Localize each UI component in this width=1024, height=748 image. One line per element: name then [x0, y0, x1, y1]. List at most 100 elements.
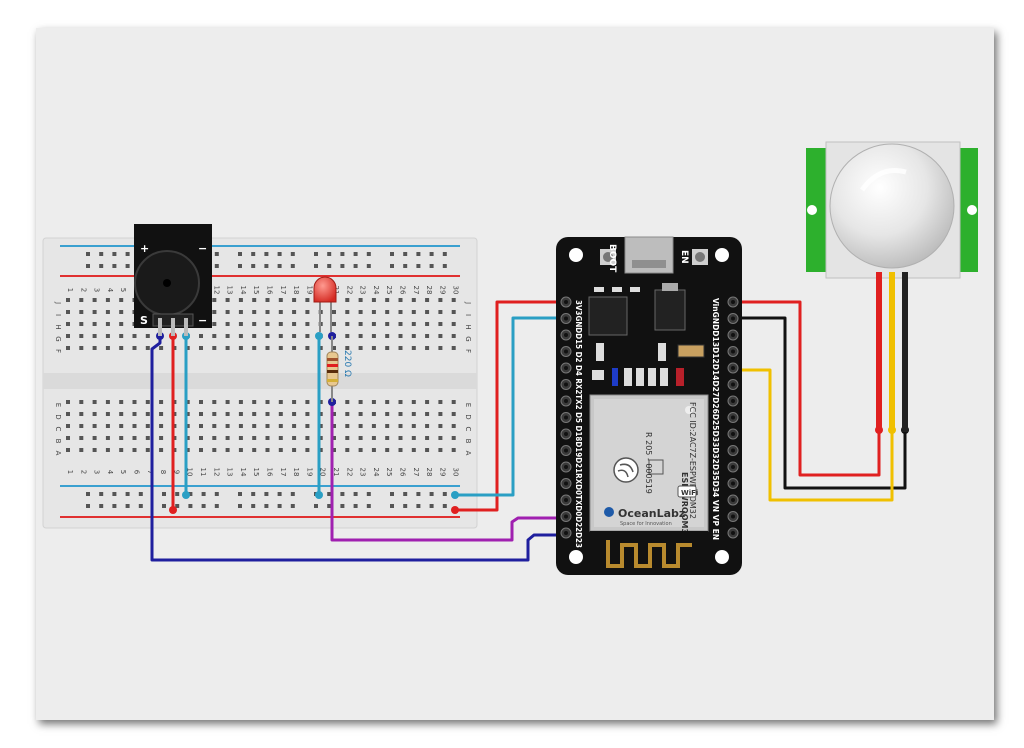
- buzzer-minus-bottom-label: −: [198, 314, 207, 327]
- rail-hole: [125, 252, 130, 256]
- terminal-hole: [278, 298, 283, 302]
- terminal-hole: [92, 436, 97, 440]
- row-label-left: J: [54, 301, 62, 304]
- esp32-mount-hole-br: [715, 550, 729, 564]
- column-number-top: 19: [305, 286, 313, 295]
- terminal-hole: [199, 334, 203, 338]
- power-led: [677, 344, 705, 358]
- rail-hole: [390, 504, 394, 508]
- terminal-hole: [119, 436, 124, 440]
- terminal-hole: [132, 424, 137, 428]
- rail-hole: [277, 252, 282, 256]
- rail-hole: [251, 252, 256, 256]
- column-number-top: 18: [292, 286, 300, 295]
- terminal-hole: [238, 436, 243, 440]
- rail-hole: [416, 492, 421, 496]
- esp32-pin-hole: [564, 300, 568, 304]
- rail-hole: [366, 492, 371, 496]
- terminal-hole: [199, 424, 203, 428]
- column-number-top: 22: [345, 286, 353, 295]
- terminal-hole: [438, 448, 443, 452]
- terminal-hole: [212, 412, 217, 416]
- terminal-hole: [292, 334, 297, 338]
- terminal-hole: [358, 322, 363, 326]
- wires: [150, 300, 907, 562]
- terminal-hole: [185, 400, 190, 404]
- terminal-hole: [345, 424, 350, 428]
- esp32-pin-hole: [564, 366, 568, 370]
- terminal-hole: [225, 412, 230, 416]
- esp32-pin-hole: [564, 432, 568, 436]
- terminal-hole: [438, 334, 443, 338]
- pir-lead-gnd: [902, 272, 908, 432]
- brand-text: OceanLabz: [618, 507, 685, 520]
- terminal-hole: [252, 346, 257, 350]
- rail-hole: [416, 252, 421, 256]
- terminal-hole: [105, 400, 110, 404]
- wire-pir-out-d13: [731, 368, 894, 502]
- terminal-hole: [305, 310, 310, 314]
- esp32-pin-hole: [731, 415, 735, 420]
- terminal-hole: [385, 448, 390, 452]
- column-number-top: 30: [452, 286, 460, 295]
- terminal-hole: [278, 424, 283, 428]
- terminal-hole: [225, 298, 230, 302]
- en-button-cap: [695, 252, 705, 262]
- terminal-hole: [358, 412, 363, 416]
- terminal-hole: [371, 448, 376, 452]
- column-number-bottom: 17: [279, 468, 287, 477]
- terminal-hole: [145, 424, 150, 428]
- esp32-pin-hole: [731, 300, 735, 304]
- terminal-hole: [425, 412, 430, 416]
- terminal-hole: [305, 322, 310, 326]
- column-number-bottom: 10: [186, 468, 194, 477]
- terminal-hole: [278, 334, 283, 338]
- terminal-hole: [79, 298, 84, 302]
- row-label-right: G: [464, 336, 472, 341]
- terminal-hole: [79, 310, 84, 314]
- row-label-right: A: [464, 451, 472, 456]
- terminal-hole: [332, 436, 336, 440]
- rail-hole: [214, 504, 219, 508]
- breadboard-labels: 1122334455667788991010111112121313141415…: [54, 286, 472, 477]
- terminal-hole: [119, 334, 124, 338]
- rail-hole: [99, 504, 104, 508]
- terminal-hole: [225, 346, 230, 350]
- wifi-badge-box: [677, 485, 697, 498]
- module-fcc-text: FCC ID:2AC7Z-ESPWROOM32: [688, 402, 697, 519]
- breadboard: 1122334455667788991010111112121313141415…: [42, 237, 478, 529]
- terminal-hole: [332, 424, 336, 428]
- terminal-hole: [411, 322, 416, 326]
- column-number-top: 23: [359, 286, 367, 295]
- terminal-hole: [358, 400, 363, 404]
- rail-hole: [314, 504, 318, 508]
- rail-hole: [162, 492, 166, 496]
- terminal-hole: [345, 436, 350, 440]
- terminal-hole: [199, 448, 203, 452]
- terminal-hole: [278, 400, 283, 404]
- terminal-hole: [159, 346, 164, 350]
- terminal-hole: [105, 448, 110, 452]
- esp32-pin-hole: [564, 382, 568, 387]
- terminal-hole: [265, 334, 270, 338]
- terminal-hole: [159, 448, 164, 452]
- row-label-left: B: [54, 439, 62, 444]
- terminal-hole: [451, 334, 456, 338]
- terminal-hole: [425, 436, 430, 440]
- row-label-right: C: [464, 427, 472, 432]
- breadboard-center-channel: [43, 373, 477, 389]
- terminal-hole: [451, 448, 456, 452]
- terminal-hole: [398, 310, 403, 314]
- terminal-hole: [305, 412, 310, 416]
- endpoint-rail-vcc: [451, 506, 459, 514]
- rail-hole: [125, 504, 130, 508]
- usb-port: [632, 260, 666, 268]
- terminal-hole: [119, 298, 124, 302]
- terminal-hole: [212, 322, 217, 326]
- terminal-hole: [385, 400, 390, 404]
- buzzer-hole: [163, 279, 171, 287]
- terminal-hole: [265, 412, 270, 416]
- led: [313, 276, 337, 332]
- row-label-right: D: [464, 414, 472, 419]
- terminal-hole: [252, 322, 257, 326]
